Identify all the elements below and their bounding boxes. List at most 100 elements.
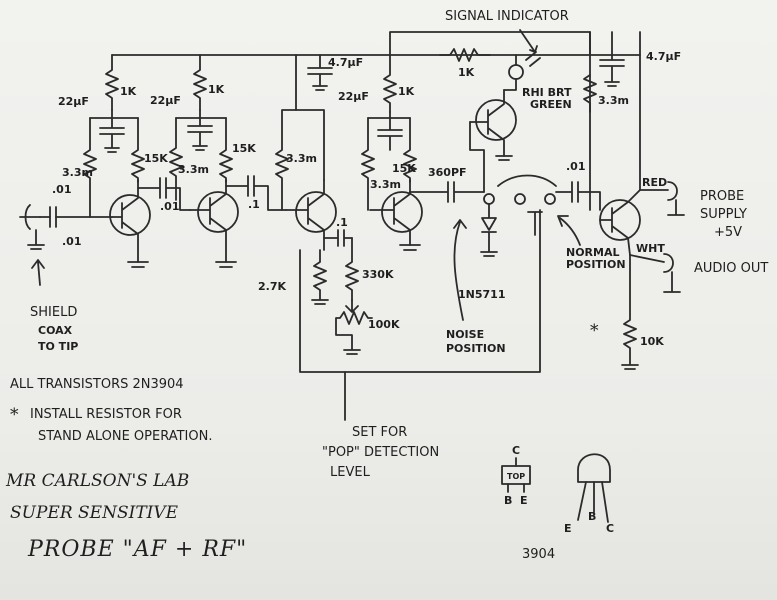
resistor-3-3m-e: [583, 74, 597, 113]
label-1k-led: 1K: [458, 66, 475, 79]
label-led-desc-2: GREEN: [530, 98, 572, 111]
capacitor-01-emitter: [323, 229, 353, 247]
to92-package-pinout: [577, 453, 611, 523]
title-line-3: PROBE "AF + RF": [27, 537, 247, 562]
resistor-15k-b: [199, 117, 233, 183]
label-probe-supply-2: SUPPLY: [700, 207, 747, 222]
label-part-number: 3904: [522, 547, 555, 562]
label-1k-c: 1K: [398, 85, 415, 98]
resistor-1k-c: [383, 54, 397, 113]
label-4-7uf-b: 4.7µF: [646, 50, 681, 63]
label-shield-2: COAX: [38, 324, 73, 337]
annotation-arrows: [31, 215, 581, 421]
label-shield-1: SHIELD: [30, 305, 77, 320]
input-coax-connector: [19, 204, 113, 250]
label-3-3m-b: 3.3m: [178, 163, 209, 176]
label-3-3m-e: 3.3m: [598, 94, 629, 107]
label-probe-supply-3: +5V: [714, 225, 742, 240]
capacitor-360pf: [409, 181, 485, 203]
label-pin-b2: B: [588, 510, 596, 523]
label-signal-indicator: SIGNAL INDICATOR: [445, 9, 569, 24]
label-4-7uf-a: 4.7µF: [328, 56, 363, 69]
resistor-3-3m-a: [83, 117, 113, 218]
label-360pf: 360PF: [428, 166, 467, 179]
resistor-330k: [345, 237, 359, 301]
label-led-desc-1: RHI BRT: [522, 86, 572, 99]
capacitor-4-7uf-a: [307, 54, 333, 91]
label-pin-e2: E: [564, 522, 572, 535]
label-diode: 1N5711: [458, 288, 505, 301]
label-3-3m-c: 3.3m: [286, 152, 317, 165]
capacitor-22uf-b: [187, 109, 213, 151]
label-pin-b: B: [504, 494, 512, 507]
label-22uf-a: 22µF: [58, 95, 89, 108]
transistor-q3: [285, 179, 337, 251]
component-labels: SIGNAL INDICATOR 1K 1K 1K 1K 22µF 22µF 2…: [30, 9, 768, 562]
led-green: [503, 51, 541, 91]
note-install-1: INSTALL RESISTOR FOR: [30, 407, 182, 422]
resistor-3-3m-c: [275, 54, 325, 211]
power-rail: [111, 31, 641, 211]
label-noise-2: POSITION: [446, 342, 506, 355]
label-330k: 330K: [362, 268, 394, 281]
label-1k-b: 1K: [208, 83, 225, 96]
title-line-2: SUPER SENSITIVE: [10, 503, 179, 523]
capacitor-22uf-a: [99, 109, 125, 153]
led-driver-transistor: [469, 89, 517, 193]
label-noise-1: NOISE: [446, 328, 484, 341]
probe-supply-connector: [639, 181, 685, 216]
resistor-15k-c: [389, 117, 417, 183]
switch-poles: [497, 174, 557, 236]
resistor-2-7k: [311, 249, 329, 305]
potentiometer-100k: [335, 299, 373, 355]
label-1-b: .1: [248, 198, 260, 211]
label-3-3m-a: 3.3m: [62, 166, 93, 179]
label-1k-a: 1K: [120, 85, 137, 98]
resistor-3-3m-d: [361, 117, 391, 211]
label-star-10k: *: [590, 321, 599, 341]
label-10k: 10K: [640, 335, 664, 348]
label-22uf-b: 22µF: [150, 94, 181, 107]
resistor-10k: [621, 254, 639, 370]
capacitor-22uf-c: [377, 111, 403, 151]
label-2-7k: 2.7K: [258, 280, 286, 293]
diode-1n5711: [480, 193, 498, 257]
label-22uf-c: 22µF: [338, 90, 369, 103]
label-100k: 100K: [368, 318, 400, 331]
signal-indicator-arrow: [519, 29, 538, 53]
resistor-3-3m-b: [169, 117, 201, 201]
label-probe-supply-1: PROBE: [700, 189, 744, 204]
label-pin-c: C: [512, 444, 520, 457]
label-pin-top: TOP: [507, 472, 525, 481]
capacitor-coupling-a: [137, 177, 191, 211]
label-3-3m-d: 3.3m: [370, 178, 401, 191]
label-set-for-2: "POP" DETECTION: [322, 445, 439, 460]
audio-out-connector: [629, 253, 681, 293]
transistor-q2: [189, 179, 239, 268]
notes-block: ALL TRANSISTORS 2N3904 * INSTALL RESISTO…: [5, 377, 247, 562]
resistor-1k-a: [105, 54, 119, 111]
resistor-15k-a: [111, 117, 145, 183]
note-star: *: [10, 405, 19, 425]
resistor-1k-led: [439, 48, 491, 62]
label-audio-out: AUDIO OUT: [694, 261, 768, 276]
smd-package-pinout: [501, 457, 531, 493]
resistor-1k-b: [193, 54, 207, 111]
note-all-transistors: ALL TRANSISTORS 2N3904: [10, 377, 184, 392]
transistor-q4: [369, 179, 423, 251]
capacitor-4-7uf-b: [599, 31, 625, 87]
label-01-a: .01: [160, 200, 180, 213]
label-red: RED: [642, 176, 667, 189]
capacitor-01-output: [555, 181, 601, 211]
feedback-loop: [299, 209, 541, 373]
label-pin-e: E: [520, 494, 528, 507]
label-15k-a: 15K: [144, 152, 168, 165]
label-shield-3: TO TIP: [38, 340, 78, 353]
transistor-q5: [599, 189, 641, 256]
label-15k-b: 15K: [232, 142, 256, 155]
label-normal-1: NORMAL: [566, 246, 620, 259]
label-01-out: .01: [566, 160, 586, 173]
title-line-1: MR CARLSON'S LAB: [5, 471, 189, 491]
